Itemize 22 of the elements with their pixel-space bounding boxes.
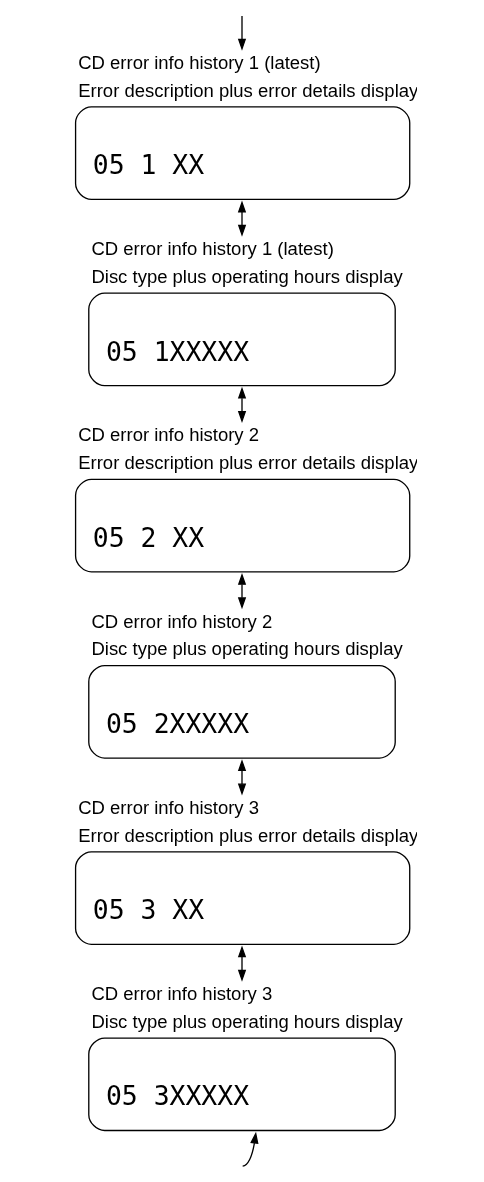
arrow <box>237 200 247 237</box>
node-label: Disc type plus operating hours display <box>91 638 403 660</box>
node-label: CD error info history 1 (latest) <box>91 238 334 260</box>
node-label: CD error info history 2 <box>91 610 273 632</box>
node-label: Disc type plus operating hours display <box>91 1010 403 1032</box>
node-box: 05 1 XX <box>74 106 411 201</box>
node-label: CD error info history 3 <box>78 796 260 818</box>
node-box: 05 2XXXXX <box>88 664 396 759</box>
arrow <box>237 945 247 982</box>
node-box: 05 1XXXXX <box>88 292 396 387</box>
arrow <box>237 386 247 423</box>
arrow <box>237 759 247 796</box>
node-box: 05 3 XX <box>74 851 411 945</box>
node-label: CD error info history 2 <box>78 424 260 446</box>
node-label: CD error info history 1 (latest) <box>78 51 321 73</box>
arrow <box>237 572 247 610</box>
arrow <box>237 15 247 51</box>
arrow <box>242 1131 259 1167</box>
node-box: 05 2 XX <box>74 478 411 573</box>
node-box: 05 3XXXXX <box>88 1037 396 1132</box>
node-label: CD error info history 3 <box>91 983 273 1005</box>
node-label: Disc type plus operating hours display <box>91 265 403 287</box>
